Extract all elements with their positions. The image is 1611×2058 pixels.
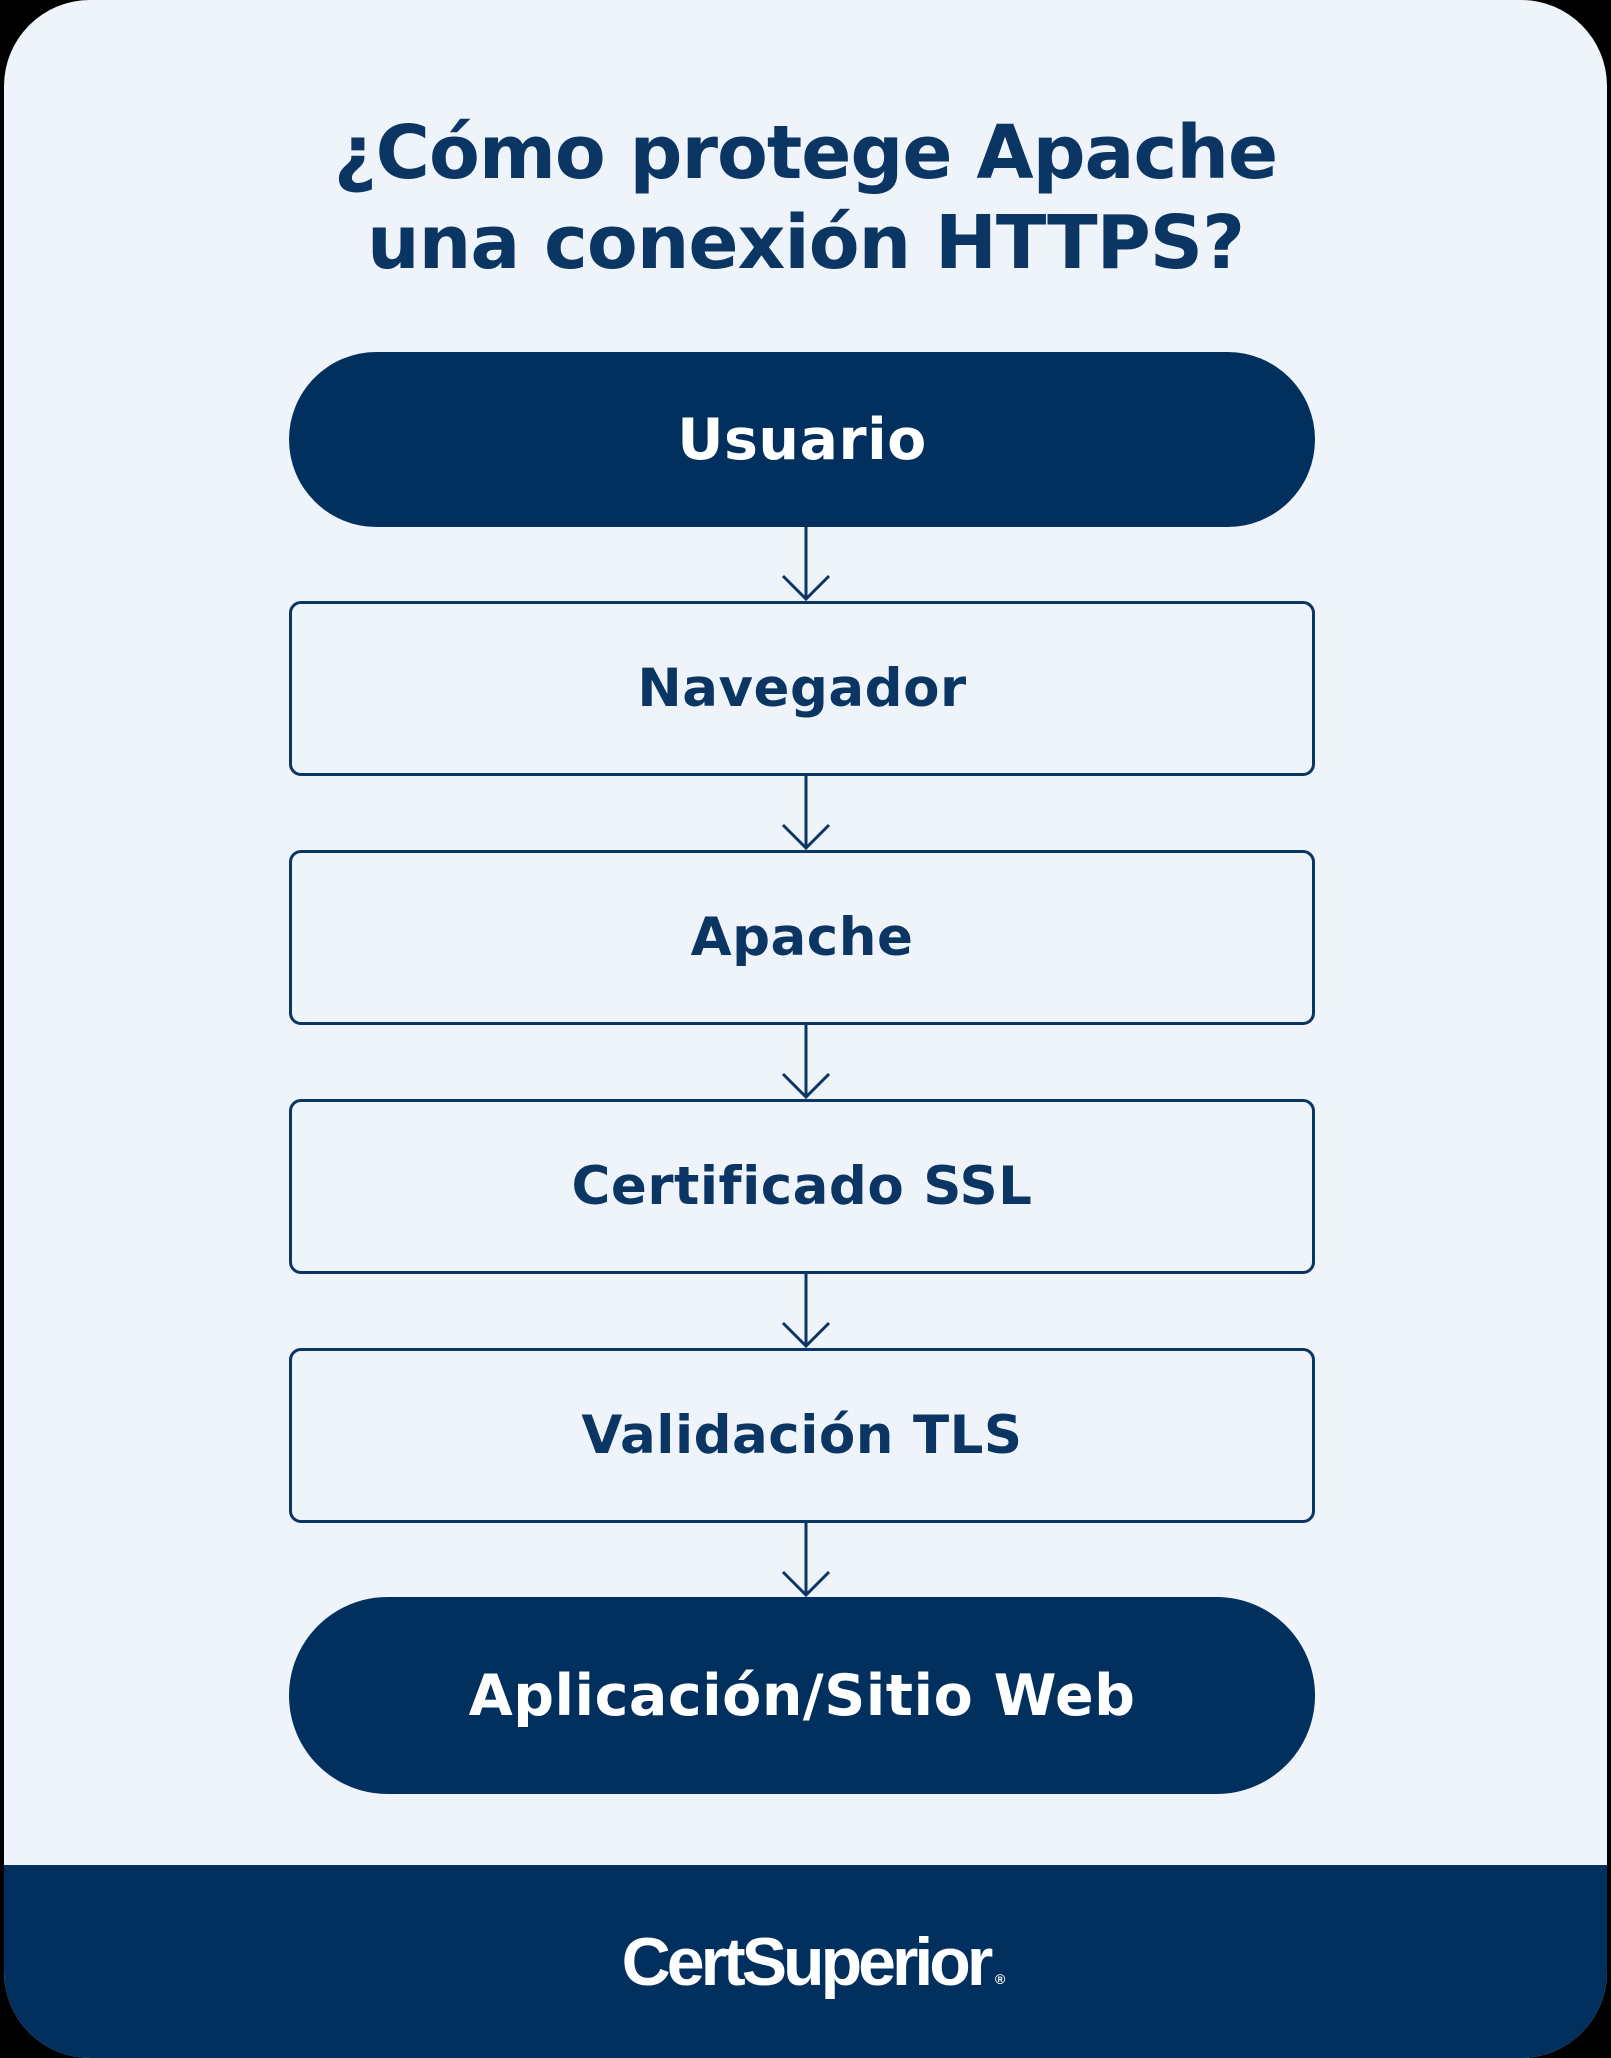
footer-bar: CertSuperior® (4, 1865, 1607, 2058)
flow-node-label: Navegador (637, 658, 967, 719)
flow-arrow-5 (781, 1523, 831, 1598)
flow-node-label: Usuario (677, 406, 927, 473)
diagram-title: ¿Cómo protege Apache una conexión HTTPS? (4, 108, 1607, 288)
flow-arrow-4 (781, 1274, 831, 1349)
brand-logo-text: CertSuperior (621, 1923, 994, 2000)
flow-arrow-1 (781, 527, 831, 602)
flow-node-navegador: Navegador (289, 601, 1315, 776)
title-line-1: ¿Cómo protege Apache (333, 110, 1278, 196)
flow-node-apache: Apache (289, 850, 1315, 1025)
infographic-card: ¿Cómo protege Apache una conexión HTTPS?… (4, 0, 1607, 2058)
flow-node-label: Validación TLS (581, 1405, 1023, 1466)
flow-arrow-3 (781, 1025, 831, 1100)
flow-node-certificado-ssl: Certificado SSL (289, 1099, 1315, 1274)
flow-node-aplicacion-sitio-web: Aplicación/Sitio Web (289, 1597, 1315, 1794)
flow-node-validacion-tls: Validación TLS (289, 1348, 1315, 1523)
registered-mark: ® (994, 1970, 1006, 1987)
flow-node-label: Apache (690, 907, 914, 968)
flow-node-label: Aplicación/Sitio Web (468, 1662, 1136, 1729)
title-line-2: una conexión HTTPS? (366, 200, 1245, 286)
flow-node-usuario: Usuario (289, 352, 1315, 527)
brand-logo: CertSuperior® (621, 1923, 1006, 2001)
flow-node-label: Certificado SSL (571, 1156, 1033, 1217)
flow-arrow-2 (781, 776, 831, 851)
